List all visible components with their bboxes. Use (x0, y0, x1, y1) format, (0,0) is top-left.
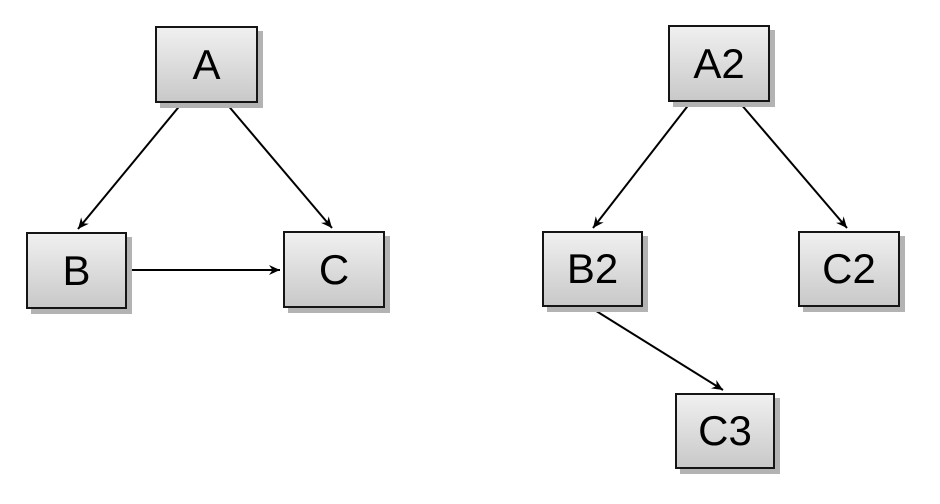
node-label: A (192, 40, 221, 88)
node-C2[interactable]: C2 (798, 231, 900, 307)
node-label: B2 (566, 245, 619, 292)
edge-A2-C2 (739, 102, 848, 229)
node-C[interactable]: C (283, 231, 385, 308)
node-label: C2 (822, 245, 876, 292)
node-label: B (62, 246, 91, 294)
edge-A-B (77, 102, 183, 230)
edge-group (77, 102, 848, 391)
edge-B2-C3 (592, 308, 724, 391)
node-label: A2 (693, 39, 745, 87)
node-A[interactable]: A (155, 26, 258, 103)
node-B[interactable]: B (26, 232, 127, 309)
node-label: C (318, 245, 350, 293)
edge-A-C (225, 102, 333, 229)
node-label: C3 (698, 407, 752, 454)
node-A2[interactable]: A2 (668, 25, 770, 102)
edge-A2-B2 (592, 102, 691, 229)
node-B2[interactable]: B2 (542, 231, 643, 307)
node-C3[interactable]: C3 (675, 393, 775, 469)
